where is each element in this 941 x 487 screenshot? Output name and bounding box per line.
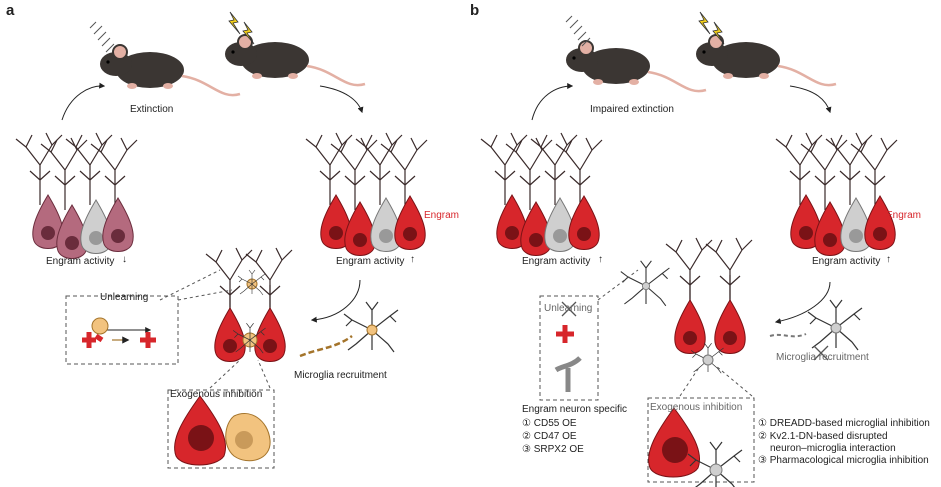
sound-icon xyxy=(89,21,115,53)
neuron-specific-item-1: ① CD55 OE xyxy=(522,418,577,429)
arrow-down-icon: ↓ xyxy=(122,254,127,265)
microglia-gray-right xyxy=(807,299,863,351)
neuron-specific-item-3: ③ SRPX2 OE xyxy=(522,444,584,455)
unlearning-box-b xyxy=(539,295,599,401)
exogenous-inhibition-label-b: Exogenous inhibition xyxy=(650,402,743,413)
arrow-up-icon: ↑ xyxy=(598,254,603,265)
mouse-extinction xyxy=(98,43,242,97)
arrow-conditioning xyxy=(319,85,364,114)
neuron-cluster-left-b xyxy=(480,132,603,256)
engram-label: Engram xyxy=(424,210,460,221)
shock-bolt-icon xyxy=(698,11,711,35)
engram-activity-right-label-b: Engram activity xyxy=(812,256,881,267)
cd55-label: CD55 OE xyxy=(533,418,577,429)
dreadd-label: DREADD-based microglial inhibition xyxy=(769,418,930,429)
pharmacological-label: Pharmacological microglia inhibition xyxy=(769,455,929,466)
neuron-cluster-right-b xyxy=(775,132,898,256)
arrow-extinction xyxy=(61,82,106,121)
sound-icon xyxy=(565,15,591,47)
panel-b-letter: b xyxy=(470,2,480,19)
neuron-cluster-left xyxy=(15,132,138,259)
srpx2-label: SRPX2 OE xyxy=(533,444,584,455)
unlearning-label-b: Unlearning xyxy=(544,303,593,314)
blocked-cross-icon xyxy=(561,301,577,317)
arrow-up-icon: ↑ xyxy=(410,254,415,265)
microglia-recruitment-label: Microglia recruitment xyxy=(294,370,387,381)
shock-bolt-icon xyxy=(228,11,241,35)
unlearning-box xyxy=(65,295,179,365)
exogenous-inhibition-label: Exogenous inhibition xyxy=(170,389,263,400)
engram-activity-left-label: Engram activity xyxy=(46,256,115,267)
exogenous-inhibition-box-a xyxy=(167,389,275,469)
neuron-specific-item-2: ② CD47 OE xyxy=(522,431,577,442)
neuron-center-b xyxy=(665,237,753,374)
panel-b-illustration xyxy=(480,11,898,487)
cd47-label: CD47 OE xyxy=(533,431,577,442)
kv21-label: Kv2.1-DN-based disrupted xyxy=(769,431,888,442)
impaired-extinction-label: Impaired extinction xyxy=(590,104,674,115)
panel-a-letter: a xyxy=(6,2,15,19)
microglia-recruited xyxy=(343,301,399,353)
microglia-recruitment-label-b: Microglia recruitment xyxy=(776,352,869,363)
neuron-specific-title: Engram neuron specific xyxy=(522,404,628,415)
arrow-recruit xyxy=(310,279,361,323)
microglia-item-1: ① DREADD-based microglial inhibition xyxy=(758,418,930,429)
exogenous-inhibition-box-b xyxy=(647,397,755,483)
unlearning-label: Unlearning xyxy=(100,292,149,303)
microglia-item-2b: neuron–microglia interaction xyxy=(770,443,896,454)
blocked-cross-icon xyxy=(813,345,829,361)
mouse-shock xyxy=(223,33,367,87)
microglia-item-3: ③ Pharmacological microglia inhibition xyxy=(758,455,929,466)
extinction-label: Extinction xyxy=(130,104,174,115)
arrow-up-icon: ↑ xyxy=(886,254,891,265)
panel-a-illustration xyxy=(15,11,428,469)
neuron-microglia-center xyxy=(205,247,293,362)
mouse-impaired-extinction xyxy=(564,39,708,93)
microglia-gray-top xyxy=(620,260,670,307)
mouse-shock-b xyxy=(694,33,838,87)
microglia-item-2: ② Kv2.1-DN-based disrupted xyxy=(758,431,888,442)
neuron-cluster-right xyxy=(305,132,428,256)
engram-activity-left-label-b: Engram activity xyxy=(522,256,591,267)
engram-activity-right-label: Engram activity xyxy=(336,256,405,267)
engram-label-b: Engram xyxy=(886,210,922,221)
